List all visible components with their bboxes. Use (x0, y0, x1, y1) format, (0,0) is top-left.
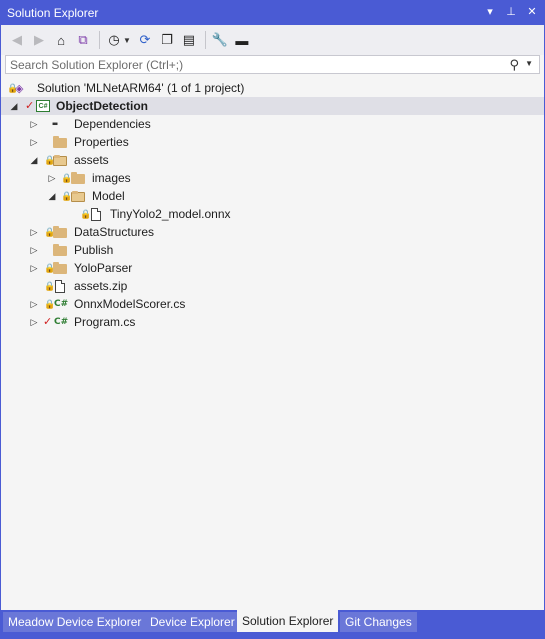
tree-item-images[interactable]: ▷ 🔒 images (1, 169, 544, 187)
home-icon[interactable]: ⌂ (57, 32, 65, 48)
window-title: Solution Explorer (7, 6, 99, 20)
lock-icon: 🔒 (7, 83, 19, 93)
toolbar: ◀ ▶ ⌂ ⧉ ◷ ▼ ⟳ ❐ ▤ 🔧 ▬ (1, 25, 544, 55)
tree-item-program-cs[interactable]: ▷ ✓ C# Program.cs (1, 313, 544, 331)
lock-icon: 🔒 (61, 173, 73, 183)
folder-icon (71, 171, 85, 185)
tree-item-label: Properties (74, 135, 129, 149)
collapsed-arrow-icon[interactable]: ▷ (30, 227, 38, 237)
collapsed-arrow-icon[interactable]: ▷ (30, 119, 38, 129)
file-icon (91, 207, 101, 221)
tree-item-label: TinyYolo2_model.onnx (110, 207, 231, 221)
tree-item-dependencies[interactable]: ▷ ▪▪ Dependencies (1, 115, 544, 133)
tree-item-assets[interactable]: ◢ 🔒 assets (1, 151, 544, 169)
search-icon[interactable]: ⚲ (509, 57, 519, 72)
tab-solution-explorer[interactable]: Solution Explorer (237, 610, 339, 632)
tree-item-label: ObjectDetection (56, 99, 149, 113)
collapsed-arrow-icon[interactable]: ▷ (30, 317, 38, 327)
tree-item-datastructures[interactable]: ▷ 🔒 DataStructures (1, 223, 544, 241)
solution-tree: 🔒 ◈ Solution 'MLNetARM64' (1 of 1 projec… (1, 77, 544, 610)
lock-icon: 🔒 (44, 281, 56, 291)
tree-item-label: Publish (74, 243, 114, 257)
forward-icon[interactable]: ▶ (34, 32, 44, 47)
collapsed-arrow-icon[interactable]: ▷ (30, 299, 38, 309)
tree-item-label: Solution 'MLNetARM64' (1 of 1 project) (37, 81, 245, 95)
tree-item-label: DataStructures (74, 225, 155, 239)
expanded-arrow-icon[interactable]: ◢ (48, 191, 56, 201)
preview-icon[interactable]: ▬ (235, 32, 249, 48)
collapsed-arrow-icon[interactable]: ▷ (48, 173, 56, 183)
tree-item-publish[interactable]: ▷ Publish (1, 241, 544, 259)
close-icon[interactable]: ✕ (527, 6, 537, 18)
pin-icon[interactable]: ⊥ (506, 6, 516, 18)
tab-meadow-device-explorer[interactable]: Meadow Device Explorer (3, 612, 147, 632)
tree-item-label: Program.cs (74, 315, 136, 329)
tree-item-onnxmodelscorer-cs[interactable]: ▷ 🔒 C# OnnxModelScorer.cs (1, 295, 544, 313)
switch-views-icon[interactable]: ⧉ (78, 32, 88, 47)
lock-icon: 🔒 (44, 227, 56, 237)
tree-item-project[interactable]: ◢ ✓ C# ObjectDetection (1, 97, 544, 115)
properties-folder-icon (53, 135, 67, 149)
bottom-tab-bar: Meadow Device Explorer Device Explorer S… (1, 610, 544, 638)
folder-icon (53, 243, 67, 257)
csharp-file-icon: C# (54, 317, 69, 327)
search-box: ⚲ ▼ (5, 55, 540, 74)
checkmark-icon: ✓ (43, 316, 53, 328)
tree-item-tinyyolo2-model-onnx[interactable]: 🔒 TinyYolo2_model.onnx (1, 205, 544, 223)
lock-icon: 🔒 (80, 209, 92, 219)
search-options-dropdown-icon[interactable]: ▼ (525, 59, 533, 68)
tree-item-label: images (92, 171, 131, 185)
toolbar-separator (99, 31, 100, 49)
tree-item-properties[interactable]: ▷ Properties (1, 133, 544, 151)
lock-icon: 🔒 (44, 155, 56, 165)
show-all-files-icon[interactable]: ▤ (182, 32, 196, 47)
tree-item-solution[interactable]: 🔒 ◈ Solution 'MLNetARM64' (1 of 1 projec… (1, 79, 544, 97)
lock-icon: 🔒 (61, 191, 73, 201)
tab-git-changes[interactable]: Git Changes (340, 612, 417, 632)
tree-item-label: YoloParser (74, 261, 133, 275)
pending-changes-dropdown-icon[interactable]: ▼ (123, 35, 131, 45)
tree-item-label: Dependencies (74, 117, 151, 131)
sync-icon[interactable]: ⟳ (139, 32, 151, 47)
tree-item-label: OnnxModelScorer.cs (74, 297, 186, 311)
folder-open-icon (53, 153, 67, 167)
title-bar: Solution Explorer ▾ ⊥ ✕ (1, 1, 544, 25)
pending-changes-icon[interactable]: ◷ (108, 32, 120, 47)
folder-icon (53, 261, 67, 275)
tree-item-yoloparser[interactable]: ▷ 🔒 YoloParser (1, 259, 544, 277)
window-controls: ▾ ⊥ ✕ (484, 5, 538, 18)
collapsed-arrow-icon[interactable]: ▷ (30, 137, 38, 147)
tree-item-model[interactable]: ◢ 🔒 Model (1, 187, 544, 205)
collapsed-arrow-icon[interactable]: ▷ (30, 263, 38, 273)
folder-icon (53, 225, 67, 239)
csharp-project-icon: C# (36, 99, 50, 113)
tree-item-label: assets.zip (74, 279, 128, 293)
dependencies-icon: ▪▪ (52, 118, 58, 130)
tab-device-explorer[interactable]: Device Explorer (145, 612, 240, 632)
file-icon (55, 279, 65, 293)
expanded-arrow-icon[interactable]: ◢ (10, 101, 18, 111)
solution-icon: ◈ (15, 82, 24, 95)
toolbar-separator (204, 31, 206, 49)
tree-item-assets-zip[interactable]: 🔒 assets.zip (1, 277, 544, 295)
tree-item-label: assets (74, 153, 109, 167)
lock-icon: 🔒 (44, 263, 56, 273)
collapse-all-icon[interactable]: ❐ (161, 32, 173, 47)
checkmark-icon: ✓ (25, 100, 35, 112)
expanded-arrow-icon[interactable]: ◢ (30, 155, 38, 165)
properties-wrench-icon[interactable]: 🔧 (211, 32, 229, 47)
tree-item-label: Model (92, 189, 125, 203)
csharp-file-icon: C# (54, 299, 69, 309)
back-icon[interactable]: ◀ (12, 32, 22, 47)
folder-open-icon (71, 189, 85, 203)
lock-icon: 🔒 (44, 299, 56, 309)
window-dropdown-icon[interactable]: ▾ (487, 6, 493, 18)
search-input[interactable] (8, 57, 500, 72)
collapsed-arrow-icon[interactable]: ▷ (30, 245, 38, 255)
